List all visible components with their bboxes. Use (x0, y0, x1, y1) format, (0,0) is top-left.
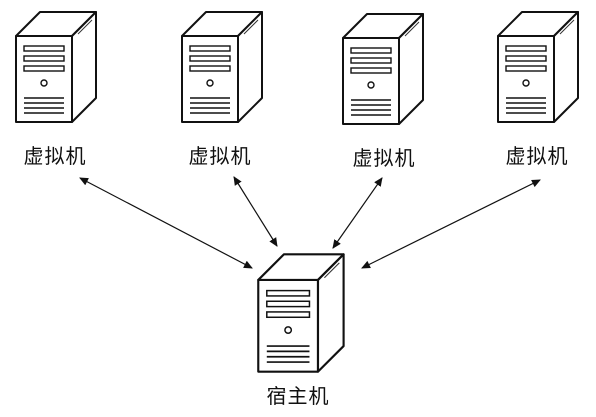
connection-arrow-vm3 (332, 177, 383, 249)
virtual-machine-label: 虚拟机 (352, 146, 416, 170)
virtual-machine-node (178, 8, 268, 126)
connection-arrow-vm4 (361, 179, 541, 269)
server-tower-icon (181, 11, 263, 123)
virtual-machine-node (339, 10, 429, 128)
server-tower-icon (342, 13, 424, 125)
host-machine-label: 宿主机 (266, 384, 330, 408)
virtual-machine-label: 虚拟机 (188, 144, 252, 168)
server-tower-icon (257, 253, 345, 373)
connection-arrow-vm2 (233, 176, 278, 247)
server-tower-icon (497, 11, 579, 123)
host-machine-node (254, 250, 350, 376)
virtual-machine-label: 虚拟机 (23, 144, 87, 168)
server-tower-icon (15, 11, 97, 123)
virtual-machine-node (12, 8, 102, 126)
virtual-machine-node (494, 8, 584, 126)
connection-arrow-vm1 (79, 177, 253, 269)
virtual-machine-label: 虚拟机 (505, 144, 569, 168)
